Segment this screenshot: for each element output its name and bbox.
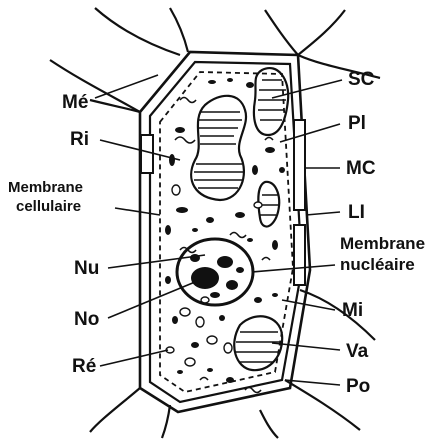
label-ri: Ri — [70, 129, 89, 150]
organelles — [165, 78, 285, 383]
label-mc: MC — [346, 158, 376, 179]
label-po: Po — [346, 376, 370, 397]
nucleus — [177, 239, 253, 305]
label-re: Ré — [72, 356, 96, 377]
label-membrane-nucleaire-line2: nucléaire — [340, 255, 415, 274]
label-mi: Mi — [342, 300, 363, 321]
label-va: Va — [346, 341, 369, 362]
neighbour-walls — [50, 8, 380, 438]
label-no: No — [74, 309, 99, 330]
label-nu: Nu — [74, 258, 99, 279]
label-li: LI — [348, 202, 365, 223]
vacuoles — [191, 68, 288, 370]
label-pl: Pl — [348, 113, 366, 134]
label-membrane-cellulaire-line1: Membrane — [8, 179, 83, 196]
label-sc: SC — [348, 69, 375, 90]
label-me: Mé — [62, 92, 88, 113]
label-membrane-cellulaire-line2: cellulaire — [16, 198, 81, 215]
label-membrane-nucleaire-line1: Membrane — [340, 234, 425, 253]
